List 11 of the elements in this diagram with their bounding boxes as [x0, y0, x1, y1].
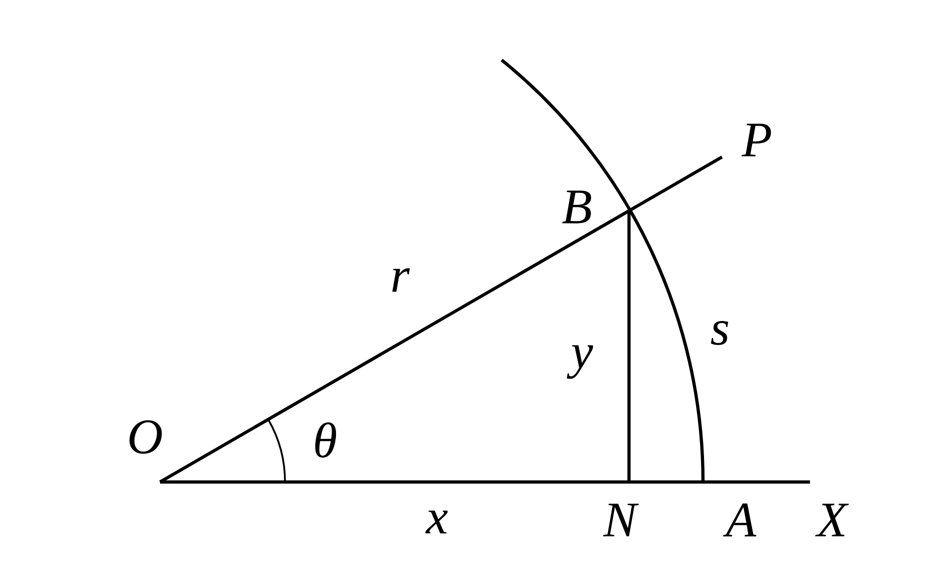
point-label: y	[566, 345, 594, 379]
point-label: s	[710, 321, 728, 345]
point-label: A	[723, 504, 756, 536]
point-label: X	[815, 504, 849, 536]
point-label: P	[742, 124, 771, 156]
point-label: x	[425, 510, 448, 534]
point-label: N	[603, 504, 639, 536]
point-label: O	[130, 420, 162, 454]
point-label: r	[392, 268, 410, 292]
point-label: θ	[315, 422, 336, 458]
point-label: B	[562, 190, 592, 224]
